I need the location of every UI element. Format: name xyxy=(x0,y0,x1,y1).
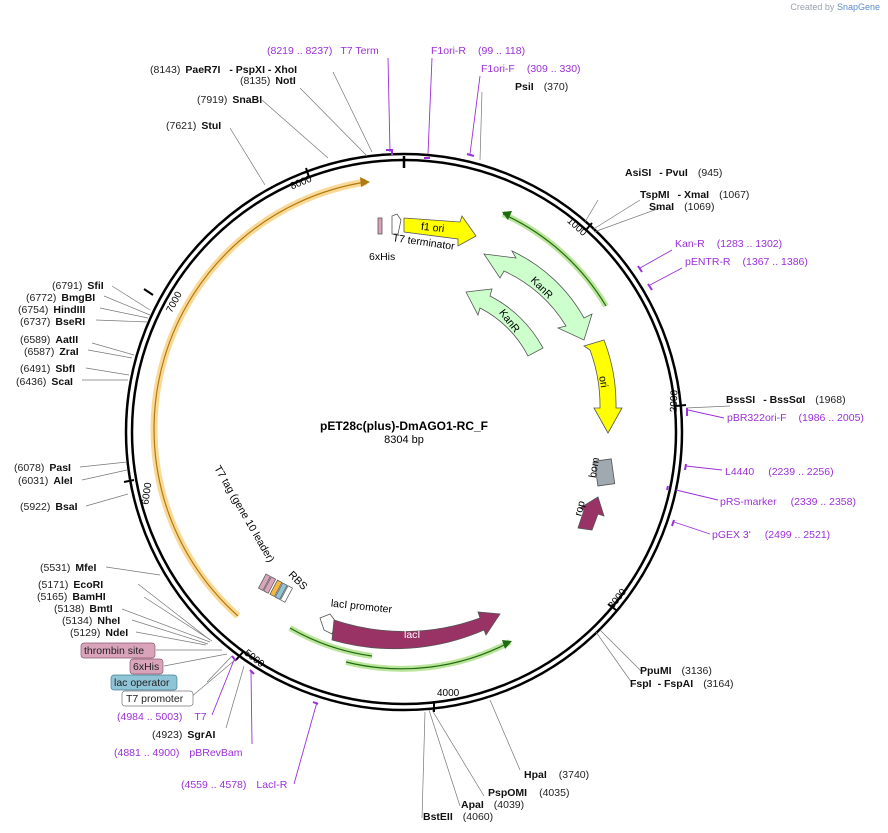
enzyme-pspomi: PspOMI(4035) xyxy=(488,787,569,799)
insert-arc xyxy=(153,181,367,617)
kanr-outer-arrow xyxy=(483,250,593,341)
kanr-arc xyxy=(502,213,607,307)
enzyme-tspmi: TspMI- XmaI(1067) xyxy=(640,189,749,201)
enzyme-snabi: (7919)SnaBI xyxy=(197,94,262,106)
primer-prs-marker: pRS-marker(2339 .. 2358) xyxy=(720,496,856,508)
boxed-feature-labels: thrombin site 6xHis lac operator T7 prom… xyxy=(80,642,194,707)
laci-arc-arrowhead xyxy=(502,640,512,649)
enzyme-mfei: (5531)MfeI xyxy=(40,562,96,574)
enzyme-bmgbi: (6772)BmgBI xyxy=(26,292,95,304)
enzyme-bmti: (5138)BmtI xyxy=(54,603,113,615)
primer-site-markers xyxy=(231,149,688,705)
enzyme-ppumi: PpuMI(3136) xyxy=(640,665,712,677)
tick-1000: 1000 xyxy=(565,216,589,239)
bom-marker xyxy=(593,458,616,487)
expression-cassette-markers xyxy=(257,573,293,603)
enzyme-hpai: HpaI(3740) xyxy=(524,769,589,781)
enzyme-pasi: (6078)PasI xyxy=(14,462,71,474)
primer-t7-term: (8219 .. 8237)T7 Term xyxy=(267,45,379,57)
enzyme-sfii: (6791)SfiI xyxy=(52,280,104,292)
enzyme-sbfi: (6491)SbfI xyxy=(20,363,75,375)
enzyme-aatii: (6589)AatII xyxy=(20,334,78,346)
enzyme-zrai: (6587)ZraI xyxy=(24,346,79,358)
enzyme-fspi: FspI- FspAI(3164) xyxy=(630,678,734,690)
backbone-outer xyxy=(124,152,684,712)
primer-pgex3: pGEX 3'(2499 .. 2521) xyxy=(712,529,830,541)
laci-arc-2 xyxy=(345,641,511,670)
enzyme-scai: (6436)ScaI xyxy=(16,376,73,388)
enzyme-labels: (8143)PaeR7I- PspXI - XhoI (8135)NotI (7… xyxy=(14,64,846,823)
enzyme-apai: ApaI(4039) xyxy=(461,799,524,811)
ori-arrow xyxy=(583,339,623,434)
laci-arrow xyxy=(331,611,501,650)
enzyme-nhei: (5134)NheI xyxy=(62,615,120,627)
f1-ori-arrow xyxy=(403,215,477,247)
enzyme-psii: PsiI(370) xyxy=(515,81,568,93)
snapgene-branding: Created by SnapGene xyxy=(790,2,880,12)
t7-tag-label: T7 tag (gene 10 leader) xyxy=(211,464,276,565)
primer-f1ori-r: F1ori-R(99 .. 118) xyxy=(431,45,525,57)
primer-pbrevbam: (4881 .. 4900)pBRevBam xyxy=(114,747,243,759)
plasmid-size: 8304 bp xyxy=(384,434,424,446)
primer-t7: (4984 .. 5003)T7 xyxy=(117,711,207,723)
enzyme-bsai: (5922)BsaI xyxy=(20,501,78,513)
enzyme-bamhi: (5165)BamHI xyxy=(37,591,106,603)
enzyme-smai: SmaI(1069) xyxy=(649,201,714,213)
label-t7-promoter: T7 promoter xyxy=(126,693,184,705)
primer-labels: (8219 .. 8237)T7 Term F1ori-R(99 .. 118)… xyxy=(114,45,864,791)
tick-2000: 2000 xyxy=(669,389,681,412)
snapgene-logo: SnapGene xyxy=(836,2,880,12)
kanr-inner-arrow xyxy=(465,288,544,357)
t7-terminator-arrow xyxy=(391,213,402,235)
enzyme-noti: (8135)NotI xyxy=(240,75,296,87)
label-thrombin-site: thrombin site xyxy=(84,645,144,657)
his-tag-top-marker xyxy=(377,217,383,235)
label-6xhis: 6xHis xyxy=(133,661,159,673)
enzyme-stui: (7621)StuI xyxy=(166,120,221,132)
branding-prefix: Created by xyxy=(790,2,835,12)
primer-leader-lines xyxy=(211,57,725,785)
plasmid-name: pET28c(plus)-DmAGO1-RC_F xyxy=(320,419,488,433)
enzyme-ecori: (5171)EcoRI xyxy=(38,579,103,591)
primer-f1ori-f: F1ori-F(309 .. 330) xyxy=(481,63,581,75)
tick-4000: 4000 xyxy=(437,688,460,699)
bom-label: bom xyxy=(587,456,602,478)
enzyme-hindiii: (6754)HindIII xyxy=(18,304,86,316)
rop-arrow xyxy=(577,496,605,531)
laci-promoter-label: lacI promoter xyxy=(330,598,393,616)
leader-lines xyxy=(79,71,731,819)
laci-arc-1 xyxy=(289,627,373,657)
enzyme-ndei: (5129)NdeI xyxy=(70,627,128,639)
primer-l4440: L4440(2239 .. 2256) xyxy=(725,466,834,478)
enzyme-asisi: AsiSI- PvuI(945) xyxy=(625,167,722,179)
laci-label: lacI xyxy=(404,629,420,641)
primer-laci-r: (4559 .. 4578)LacI-R xyxy=(181,779,288,791)
enzyme-bsssi: BssSI- BssSαI(1968) xyxy=(726,394,846,406)
enzyme-alei: (6031)AleI xyxy=(18,475,73,487)
primer-pbr322ori-f: pBR322ori-F(1986 .. 2005) xyxy=(727,412,864,424)
insert-arc-arrowhead xyxy=(360,177,370,187)
enzyme-sgrai: (4923)SgrAI xyxy=(152,729,215,741)
primer-kan-r: Kan-R(1283 .. 1302) xyxy=(675,238,782,250)
kanr-arc-arrowhead xyxy=(502,211,512,220)
enzyme-bseri: (6737)BseRI xyxy=(20,316,85,328)
label-lac-operator: lac operator xyxy=(114,677,170,689)
rop-label: rop xyxy=(572,499,588,517)
tick-6000: 6000 xyxy=(140,481,154,505)
primer-pentr-r: pENTR-R(1367 .. 1386) xyxy=(685,256,808,268)
enzyme-paer7i: (8143)PaeR7I- PspXI - XhoI xyxy=(150,64,297,76)
enzyme-bsteii: BstEII(4060) xyxy=(423,811,493,823)
f1-ori-label: f1 ori xyxy=(420,221,444,235)
ori-label: ori xyxy=(596,375,610,389)
his-top-label: 6xHis xyxy=(369,251,395,263)
